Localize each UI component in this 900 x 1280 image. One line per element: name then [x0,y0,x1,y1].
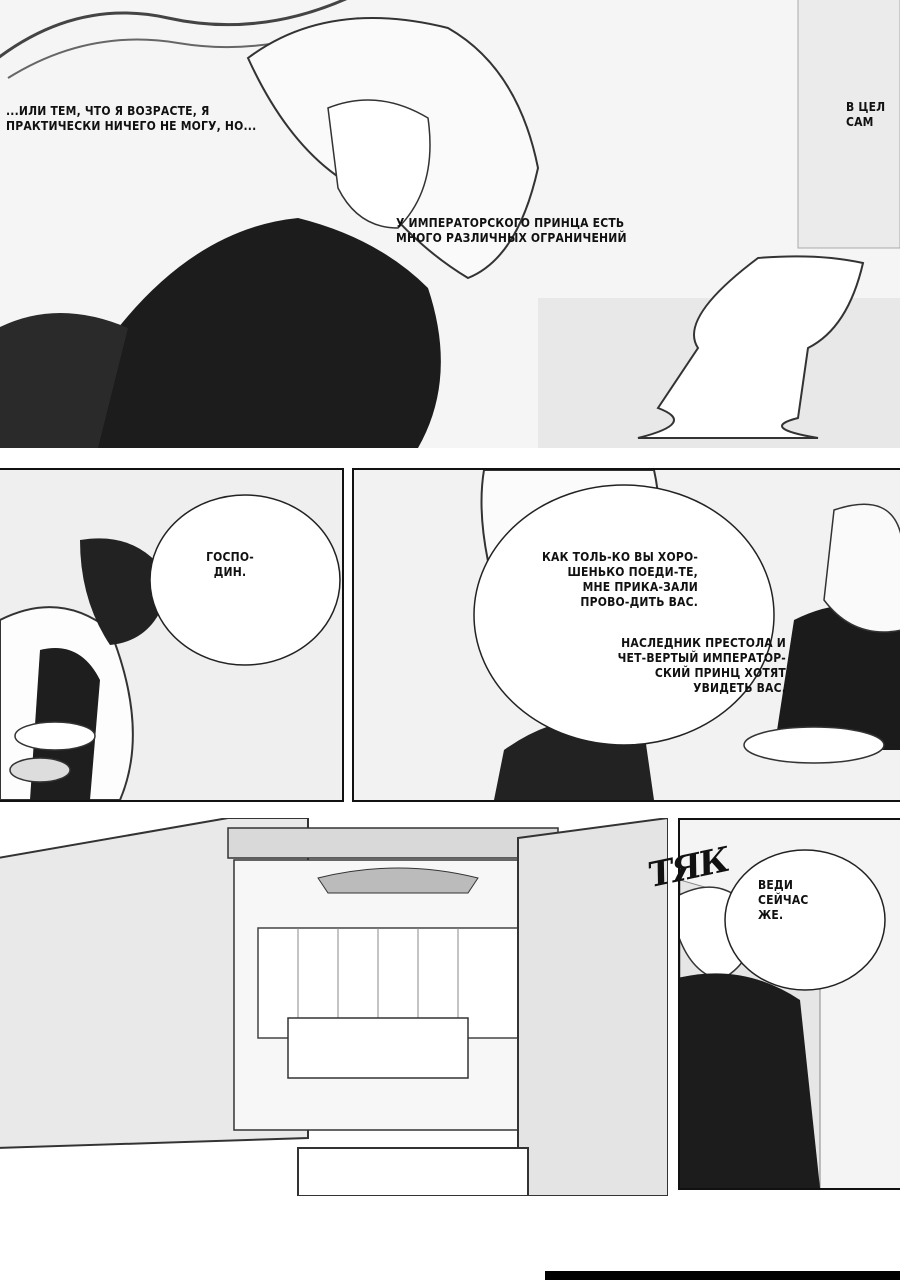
panel-3-speech-2: НАСЛЕДНИК ПРЕСТОЛА И ЧЕТ-ВЕРТЫЙ ИМПЕРАТО… [617,636,786,695]
panel-2-art [0,470,342,800]
panel-1-caption-right: В ЦЕЛ САМ [846,100,886,129]
panel-5-speech: ВЕДИ СЕЙЧАС ЖЕ. [758,878,809,922]
panel-1-caption-left: ...ИЛИ ТЕМ, ЧТО Я ВОЗРАСТЕ, Я ПРАКТИЧЕСК… [6,104,257,133]
panel-3: КАК ТОЛЬ-КО ВЫ ХОРО-ШЕНЬКО ПОЕДИ-ТЕ, МНЕ… [352,468,900,802]
panel-4-art [0,818,668,1196]
panel-3-speech-1: КАК ТОЛЬ-КО ВЫ ХОРО-ШЕНЬКО ПОЕДИ-ТЕ, МНЕ… [542,550,698,609]
panel-1: ...ИЛИ ТЕМ, ЧТО Я ВОЗРАСТЕ, Я ПРАКТИЧЕСК… [0,0,900,448]
panel-5-art [680,820,900,1188]
panel-3-art [354,470,900,800]
panel-2: ГОСПО-ДИН. [0,468,344,802]
page-bottom-bar [545,1271,900,1280]
panel-1-art [0,0,900,448]
panel-2-speech: ГОСПО-ДИН. [206,550,254,579]
panel-4 [0,818,668,1196]
panel-1-caption-center: У ИМПЕРАТОРСКОГО ПРИНЦА ЕСТЬ МНОГО РАЗЛИ… [396,216,627,245]
panel-5: ВЕДИ СЕЙЧАС ЖЕ. [678,818,900,1190]
